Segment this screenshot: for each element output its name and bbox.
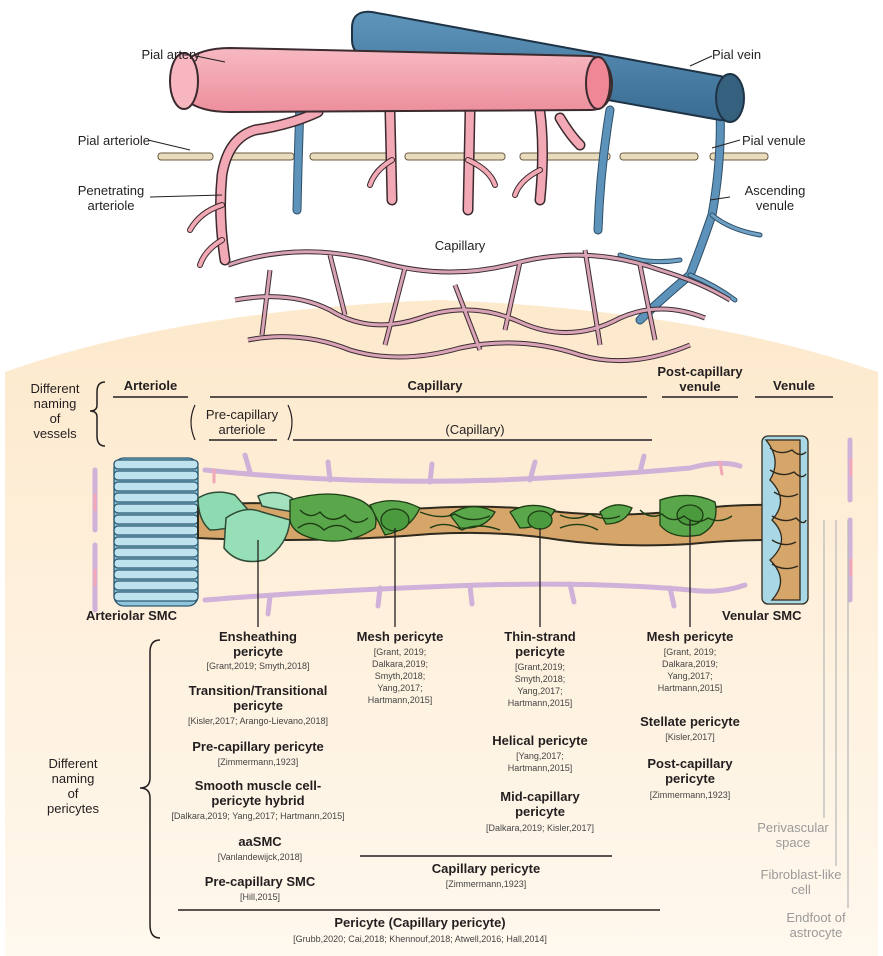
pericyte-name-capillary-pericyte: Capillary pericyte [360, 861, 612, 876]
pial-artery [170, 48, 612, 112]
vessel-header-arteriole: Arteriole [113, 378, 188, 393]
arterial-tree [190, 112, 580, 265]
pericyte-refs-mid-capillary: [Dalkara,2019; Kisler,2017] [455, 822, 625, 834]
pericyte-refs-ensheathing: [Grant,2019; Smyth,2018] [155, 660, 361, 672]
pericyte-refs-pericyte-capillary: [Grubb,2020; Cai,2018; Khennouf,2018; At… [170, 933, 670, 945]
pericyte-refs-smc-hybrid: [Dalkara,2019; Yang,2017; Hartmann,2015] [150, 810, 366, 822]
pericyte-name-mesh-2: Mesh pericyte [630, 629, 750, 644]
pericyte-name-post-capillary: Post-capillary pericyte [620, 756, 760, 786]
label-fibroblast-like-cell: Fibroblast-like cell [746, 867, 856, 897]
label-penetrating-arteriole: Penetrating arteriole [66, 183, 156, 213]
label-capillary: Capillary [420, 238, 500, 253]
vessel-pre-capillary-arteriole: Pre-capillary arteriole [193, 407, 291, 437]
pericyte-refs-post-capillary: [Zimmermann,1923] [620, 789, 760, 801]
pericyte-name-pericyte-capillary: Pericyte (Capillary pericyte) [200, 915, 640, 930]
label-pial-arteriole: Pial arteriole [40, 133, 150, 148]
pericyte-refs-stellate: [Kisler,2017] [630, 731, 750, 743]
pericyte-name-aasmc: aaSMC [190, 834, 330, 849]
label-pial-vein: Pial vein [712, 47, 761, 62]
pericyte-name-transitional: Transition/Transitional pericyte [155, 683, 361, 713]
label-pial-venule: Pial venule [742, 133, 806, 148]
label-pial-artery: Pial artery [90, 47, 200, 62]
pericyte-refs-capillary-pericyte: [Zimmermann,1923] [360, 878, 612, 890]
pericyte-name-smc-hybrid: Smooth muscle cell- pericyte hybrid [160, 778, 356, 808]
pericyte-name-thin-strand: Thin-strand pericyte [485, 629, 595, 659]
pericyte-refs-helical: [Yang,2017; Hartmann,2015] [485, 750, 595, 774]
pericyte-naming-row-label: Different naming of pericytes [18, 756, 128, 816]
pericyte-refs-transitional: [Kisler,2017; Arango-Lievano,2018] [150, 715, 366, 727]
venous-tree [297, 105, 760, 320]
pericyte-name-ensheathing: Ensheathing pericyte [168, 629, 348, 659]
pericyte-refs-pre-capillary: [Zimmermann,1923] [160, 756, 356, 768]
label-ascending-venule: Ascending venule [730, 183, 820, 213]
pericyte-name-mesh-1: Mesh pericyte [345, 629, 455, 644]
pericyte-name-stellate: Stellate pericyte [620, 714, 760, 729]
label-arteriolar-smc: Arteriolar SMC [86, 608, 177, 623]
pericyte-name-mid-capillary: Mid-capillary pericyte [470, 789, 610, 819]
vessel-header-post-capillary-venule: Post-capillary venule [646, 364, 754, 394]
label-venular-smc: Venular SMC [722, 608, 801, 623]
lower-panel [5, 300, 878, 956]
label-perivascular-space: Perivascular space [738, 820, 848, 850]
pericyte-name-helical: Helical pericyte [470, 733, 610, 748]
pericyte-name-pre-capillary-smc: Pre-capillary SMC [170, 874, 350, 889]
pericyte-refs-pre-capillary-smc: [Hill,2015] [190, 891, 330, 903]
vessel-capillary-alt: (Capillary) [420, 422, 530, 437]
pericyte-refs-thin-strand: [Grant,2019; Smyth,2018; Yang,2017; Hart… [485, 661, 595, 709]
pericyte-name-pre-capillary: Pre-capillary pericyte [160, 739, 356, 754]
label-endfoot-astrocyte: Endfoot of astrocyte [766, 910, 866, 940]
pericyte-refs-mesh-1: [Grant, 2019; Dalkara,2019; Smyth,2018; … [345, 646, 455, 706]
pericyte-refs-mesh-2: [Grant, 2019; Dalkara,2019; Yang,2017; H… [630, 646, 750, 694]
arteriolar-smc-rings [114, 458, 198, 606]
pericyte-refs-aasmc: [Vanlandewijck,2018] [170, 851, 350, 863]
vessel-naming-row-label: Different naming of vessels [20, 381, 90, 441]
vessel-header-capillary: Capillary [380, 378, 490, 393]
vessel-header-venule: Venule [755, 378, 833, 393]
pial-surface [158, 153, 768, 160]
